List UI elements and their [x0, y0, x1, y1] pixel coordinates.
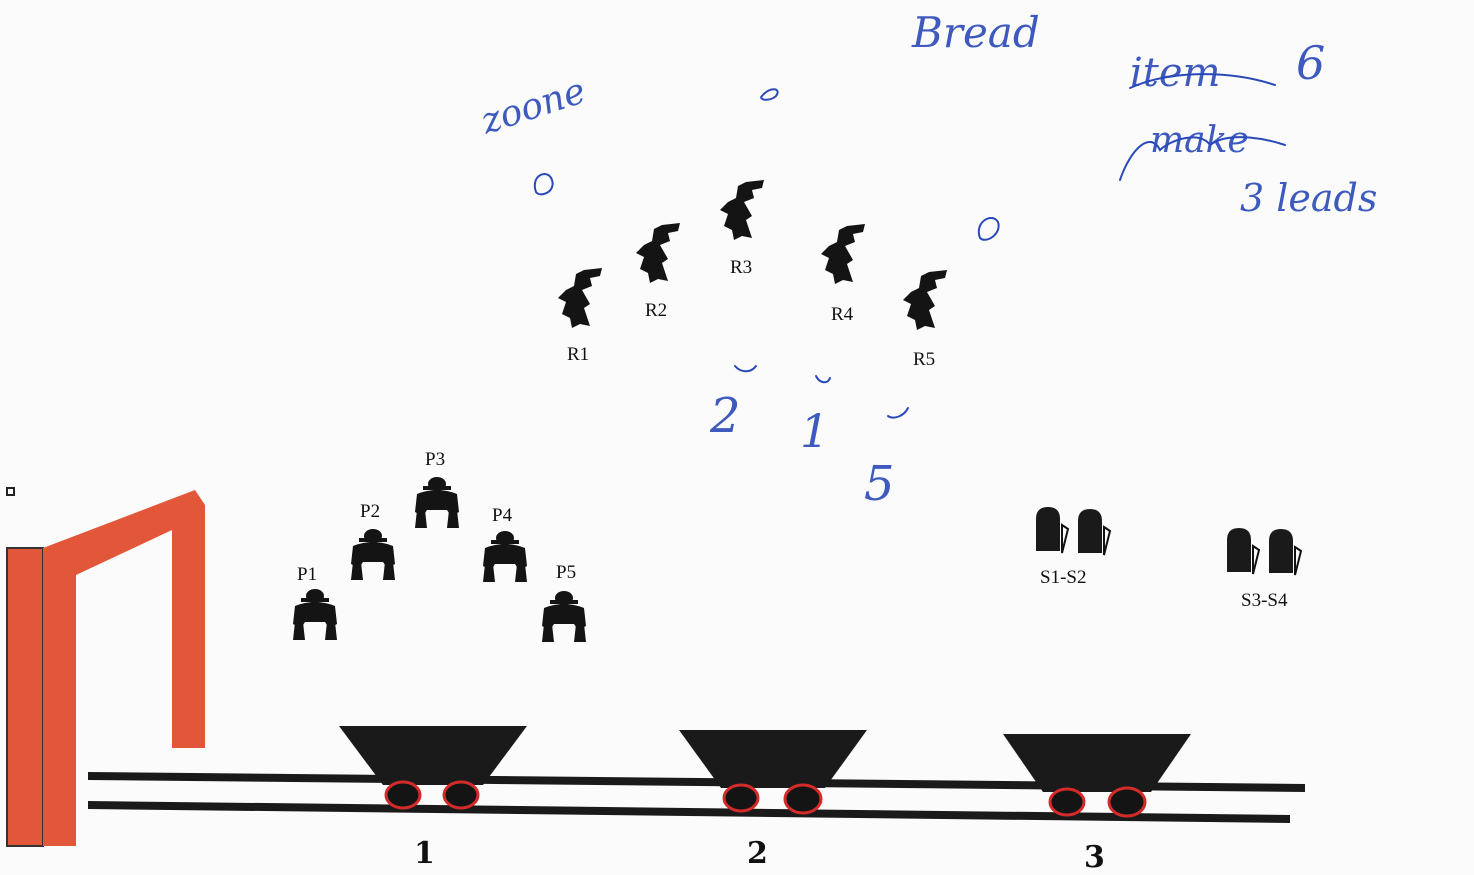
rider-label: R3 [730, 257, 752, 279]
frame-post-left [7, 548, 43, 846]
rider-label: R2 [645, 300, 667, 322]
player-label: P1 [297, 564, 317, 586]
crouching-figure-icon[interactable] [351, 529, 395, 580]
handwritten-note-struck: item [1130, 50, 1220, 96]
cart-2[interactable] [679, 730, 867, 813]
handwritten-digit: 1 [800, 404, 829, 458]
rider-silhouette-icon[interactable] [720, 180, 764, 240]
cart-1[interactable] [339, 726, 527, 808]
tombstone-icon [1036, 507, 1068, 553]
crouching-figure-icon[interactable] [483, 531, 527, 582]
stone-label: S3-S4 [1241, 590, 1287, 612]
stone-group-s3-s4[interactable] [1227, 528, 1301, 575]
cart-wheel [386, 782, 420, 808]
crouching-figure-icon[interactable] [542, 591, 586, 642]
rider-silhouette-icon[interactable] [558, 268, 602, 328]
stone-label: S1-S2 [1040, 567, 1086, 589]
rider-silhouette-icon[interactable] [821, 224, 865, 284]
rider-silhouette-icon[interactable] [903, 270, 947, 330]
player-label: P5 [556, 562, 576, 584]
pen-tick-mark [816, 376, 830, 382]
cart-wheel [1050, 789, 1084, 815]
cart-wheel [724, 785, 758, 811]
handwritten-note: Bread [912, 8, 1040, 57]
pen-tick-mark [888, 408, 908, 418]
stone-group-s1-s2[interactable] [1036, 507, 1110, 555]
handwritten-note: 3 leads [1240, 176, 1377, 220]
pen-circle-mark [979, 218, 999, 240]
red-frame [7, 490, 205, 846]
small-square-marker [7, 488, 14, 495]
pen-circle-mark [535, 174, 553, 194]
player-label: P3 [425, 449, 445, 471]
tombstone-icon [1078, 509, 1110, 555]
pen-circle-mark [761, 89, 777, 100]
rider-silhouette-icon[interactable] [636, 223, 680, 283]
tombstone-icon [1227, 528, 1259, 574]
tombstone-icon [1269, 529, 1301, 575]
cart-3[interactable] [1003, 734, 1191, 816]
rider-label: R1 [567, 344, 589, 366]
cart-wheel [1109, 788, 1145, 816]
player-label: P2 [360, 501, 380, 523]
cart-number: 2 [747, 836, 768, 871]
cart-number: 3 [1084, 840, 1105, 875]
handwritten-digit: 5 [864, 456, 895, 512]
crouching-figure-icon[interactable] [293, 589, 337, 640]
cart-wheel [785, 785, 821, 813]
frame-arm [43, 490, 205, 846]
crouching-figure-icon[interactable] [415, 477, 459, 528]
player-label: P4 [492, 505, 512, 527]
rider-label: R4 [831, 304, 853, 326]
cart-number: 1 [414, 836, 435, 871]
rider-label: R5 [913, 349, 935, 371]
handwritten-note: 6 [1296, 36, 1325, 90]
handwritten-digit: 2 [710, 388, 741, 444]
pen-tick-mark [735, 366, 756, 371]
cart-wheel [444, 782, 478, 808]
handwritten-note: make [1150, 120, 1249, 161]
